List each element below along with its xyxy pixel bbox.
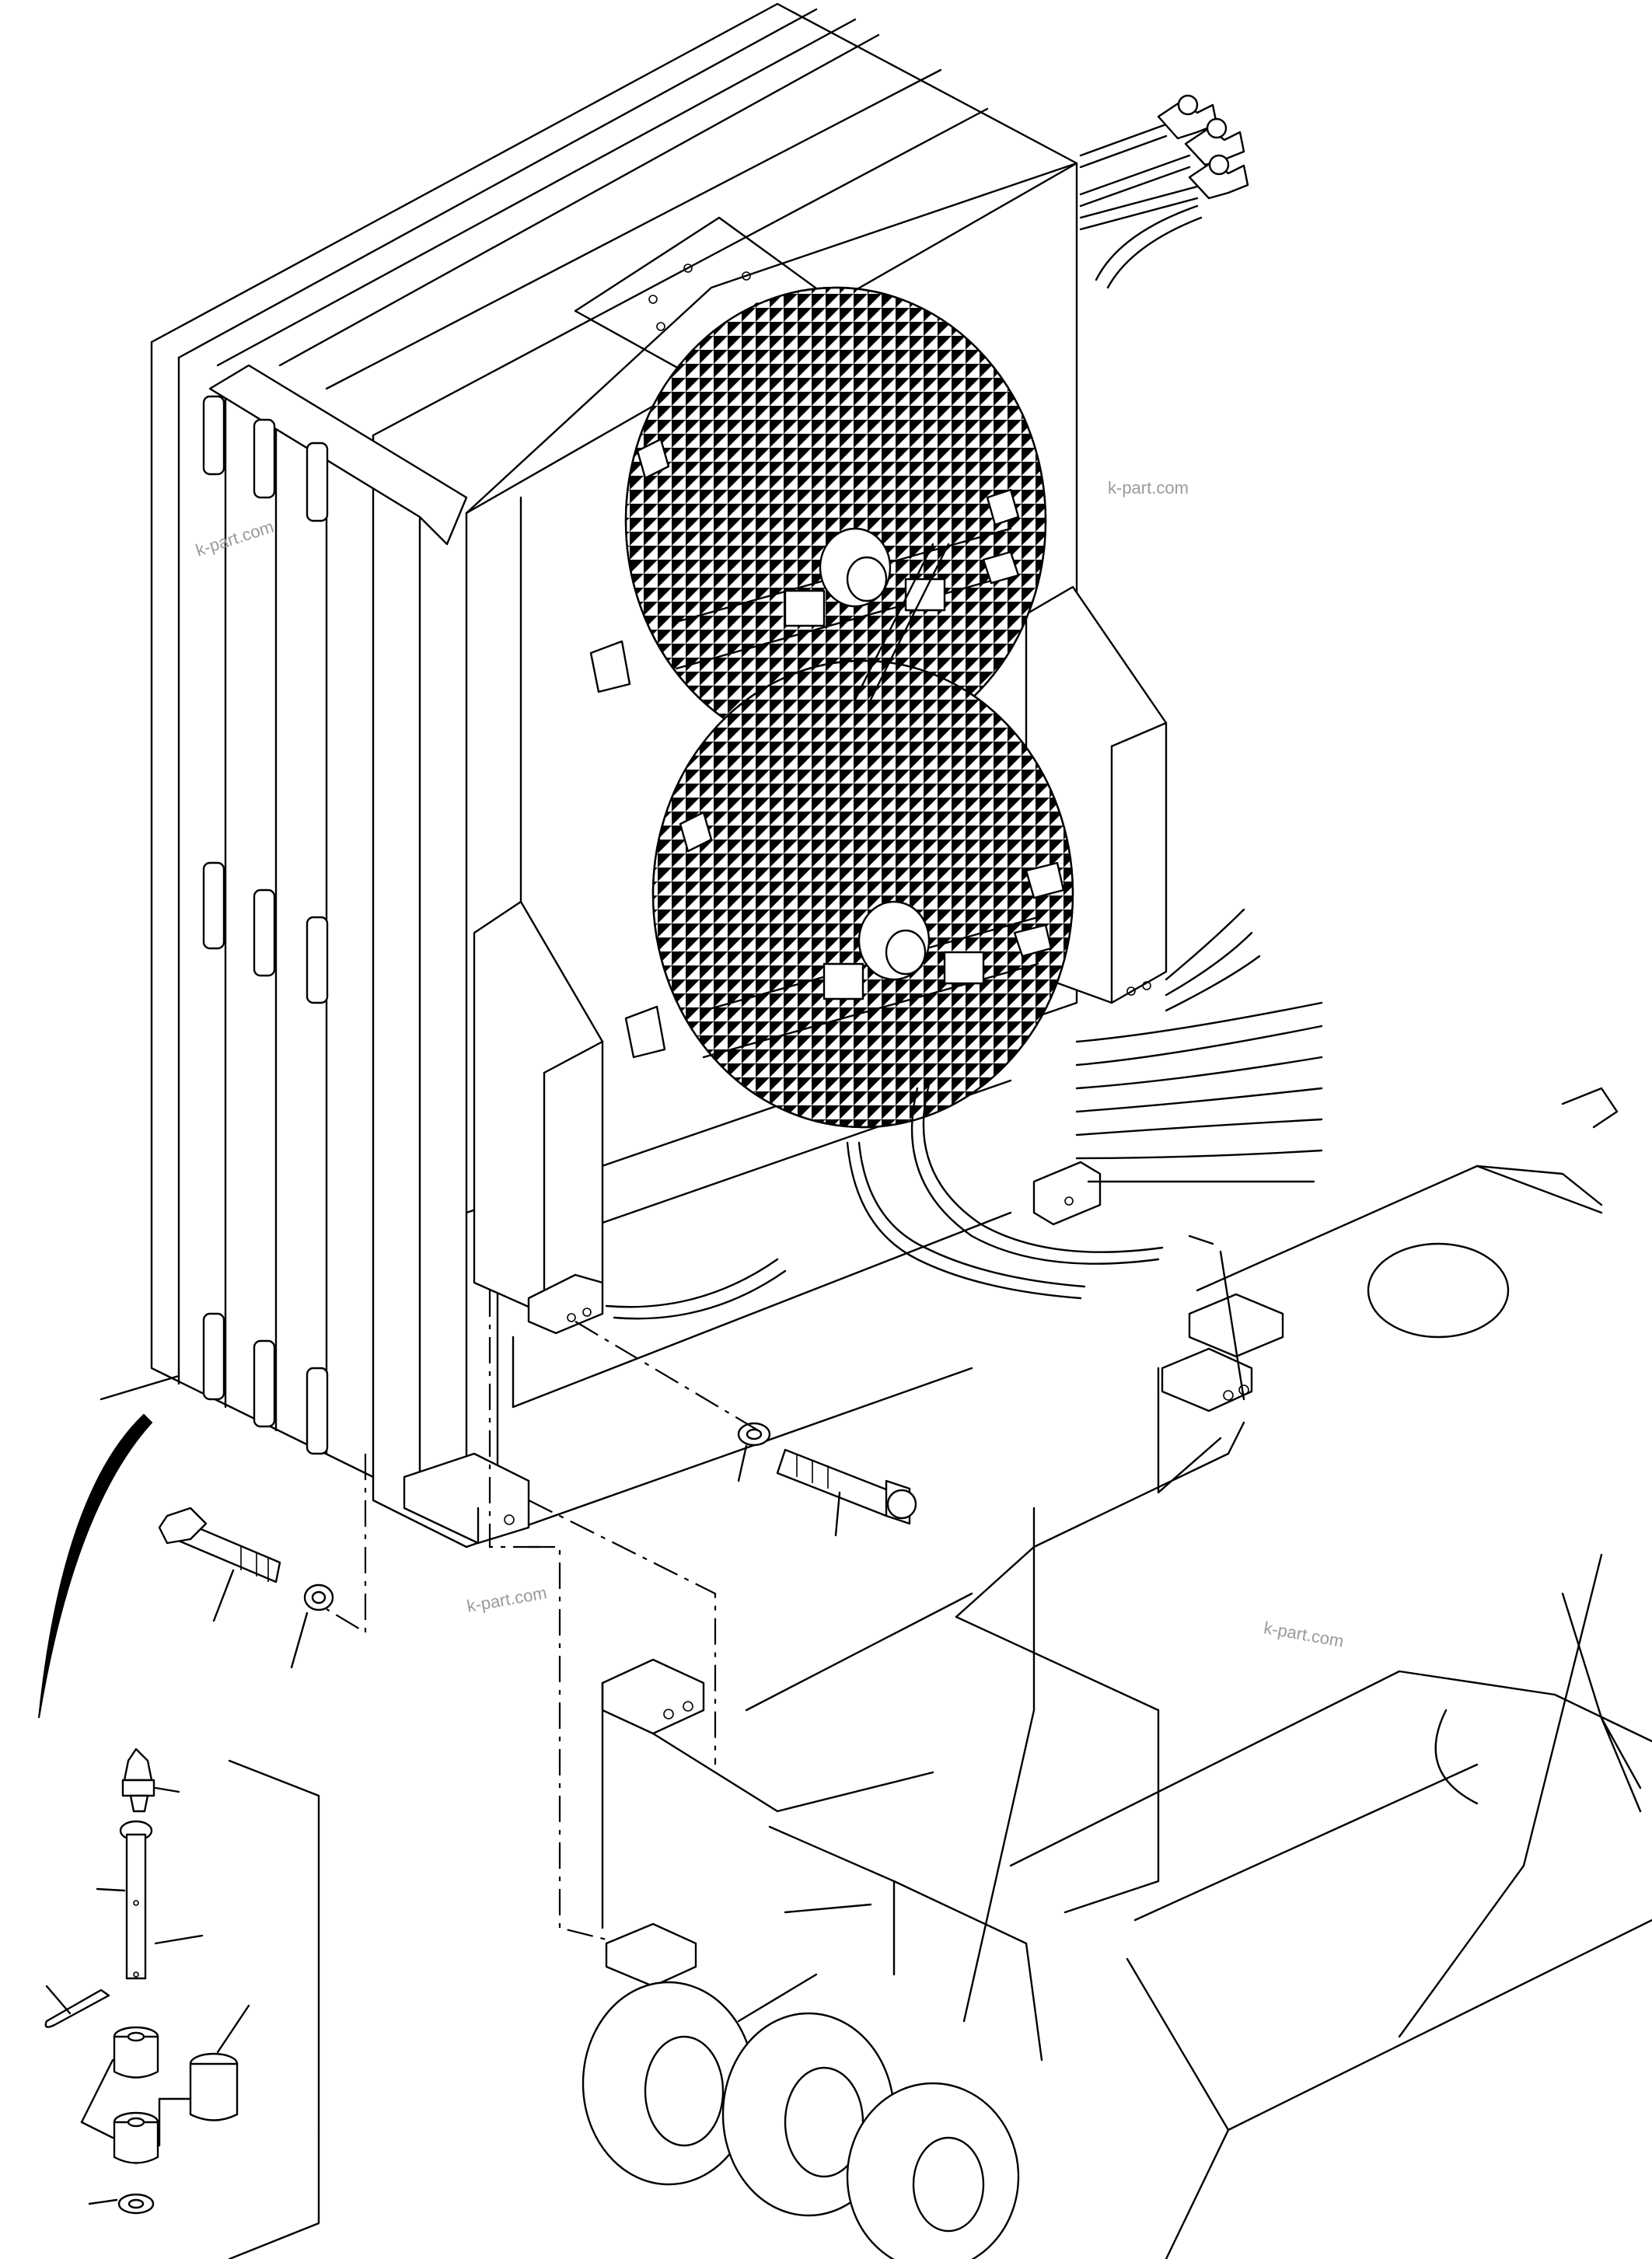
radiator-core: [150, 2, 1078, 1548]
hydraulic-hose-fittings: [1079, 94, 1249, 289]
frame-curve: [38, 1413, 153, 1719]
mounting-bolt-left: [158, 1507, 334, 1669]
frame-edge: [100, 1374, 180, 1401]
washer: [737, 1422, 771, 1482]
lower-mount-bracket: [582, 1658, 1043, 2259]
cooling-fan-lower: [624, 659, 1074, 1129]
watermark-2: k-part.com: [1108, 478, 1189, 498]
hinge-pin-assembly: [44, 1747, 320, 2259]
fan-shroud-left: [473, 900, 604, 1335]
leader-lines: [326, 1290, 759, 1945]
frame-bracket: [745, 1087, 1652, 2259]
mounting-bolt-right: [776, 1448, 917, 1537]
fan-wiring: [605, 543, 1323, 1320]
